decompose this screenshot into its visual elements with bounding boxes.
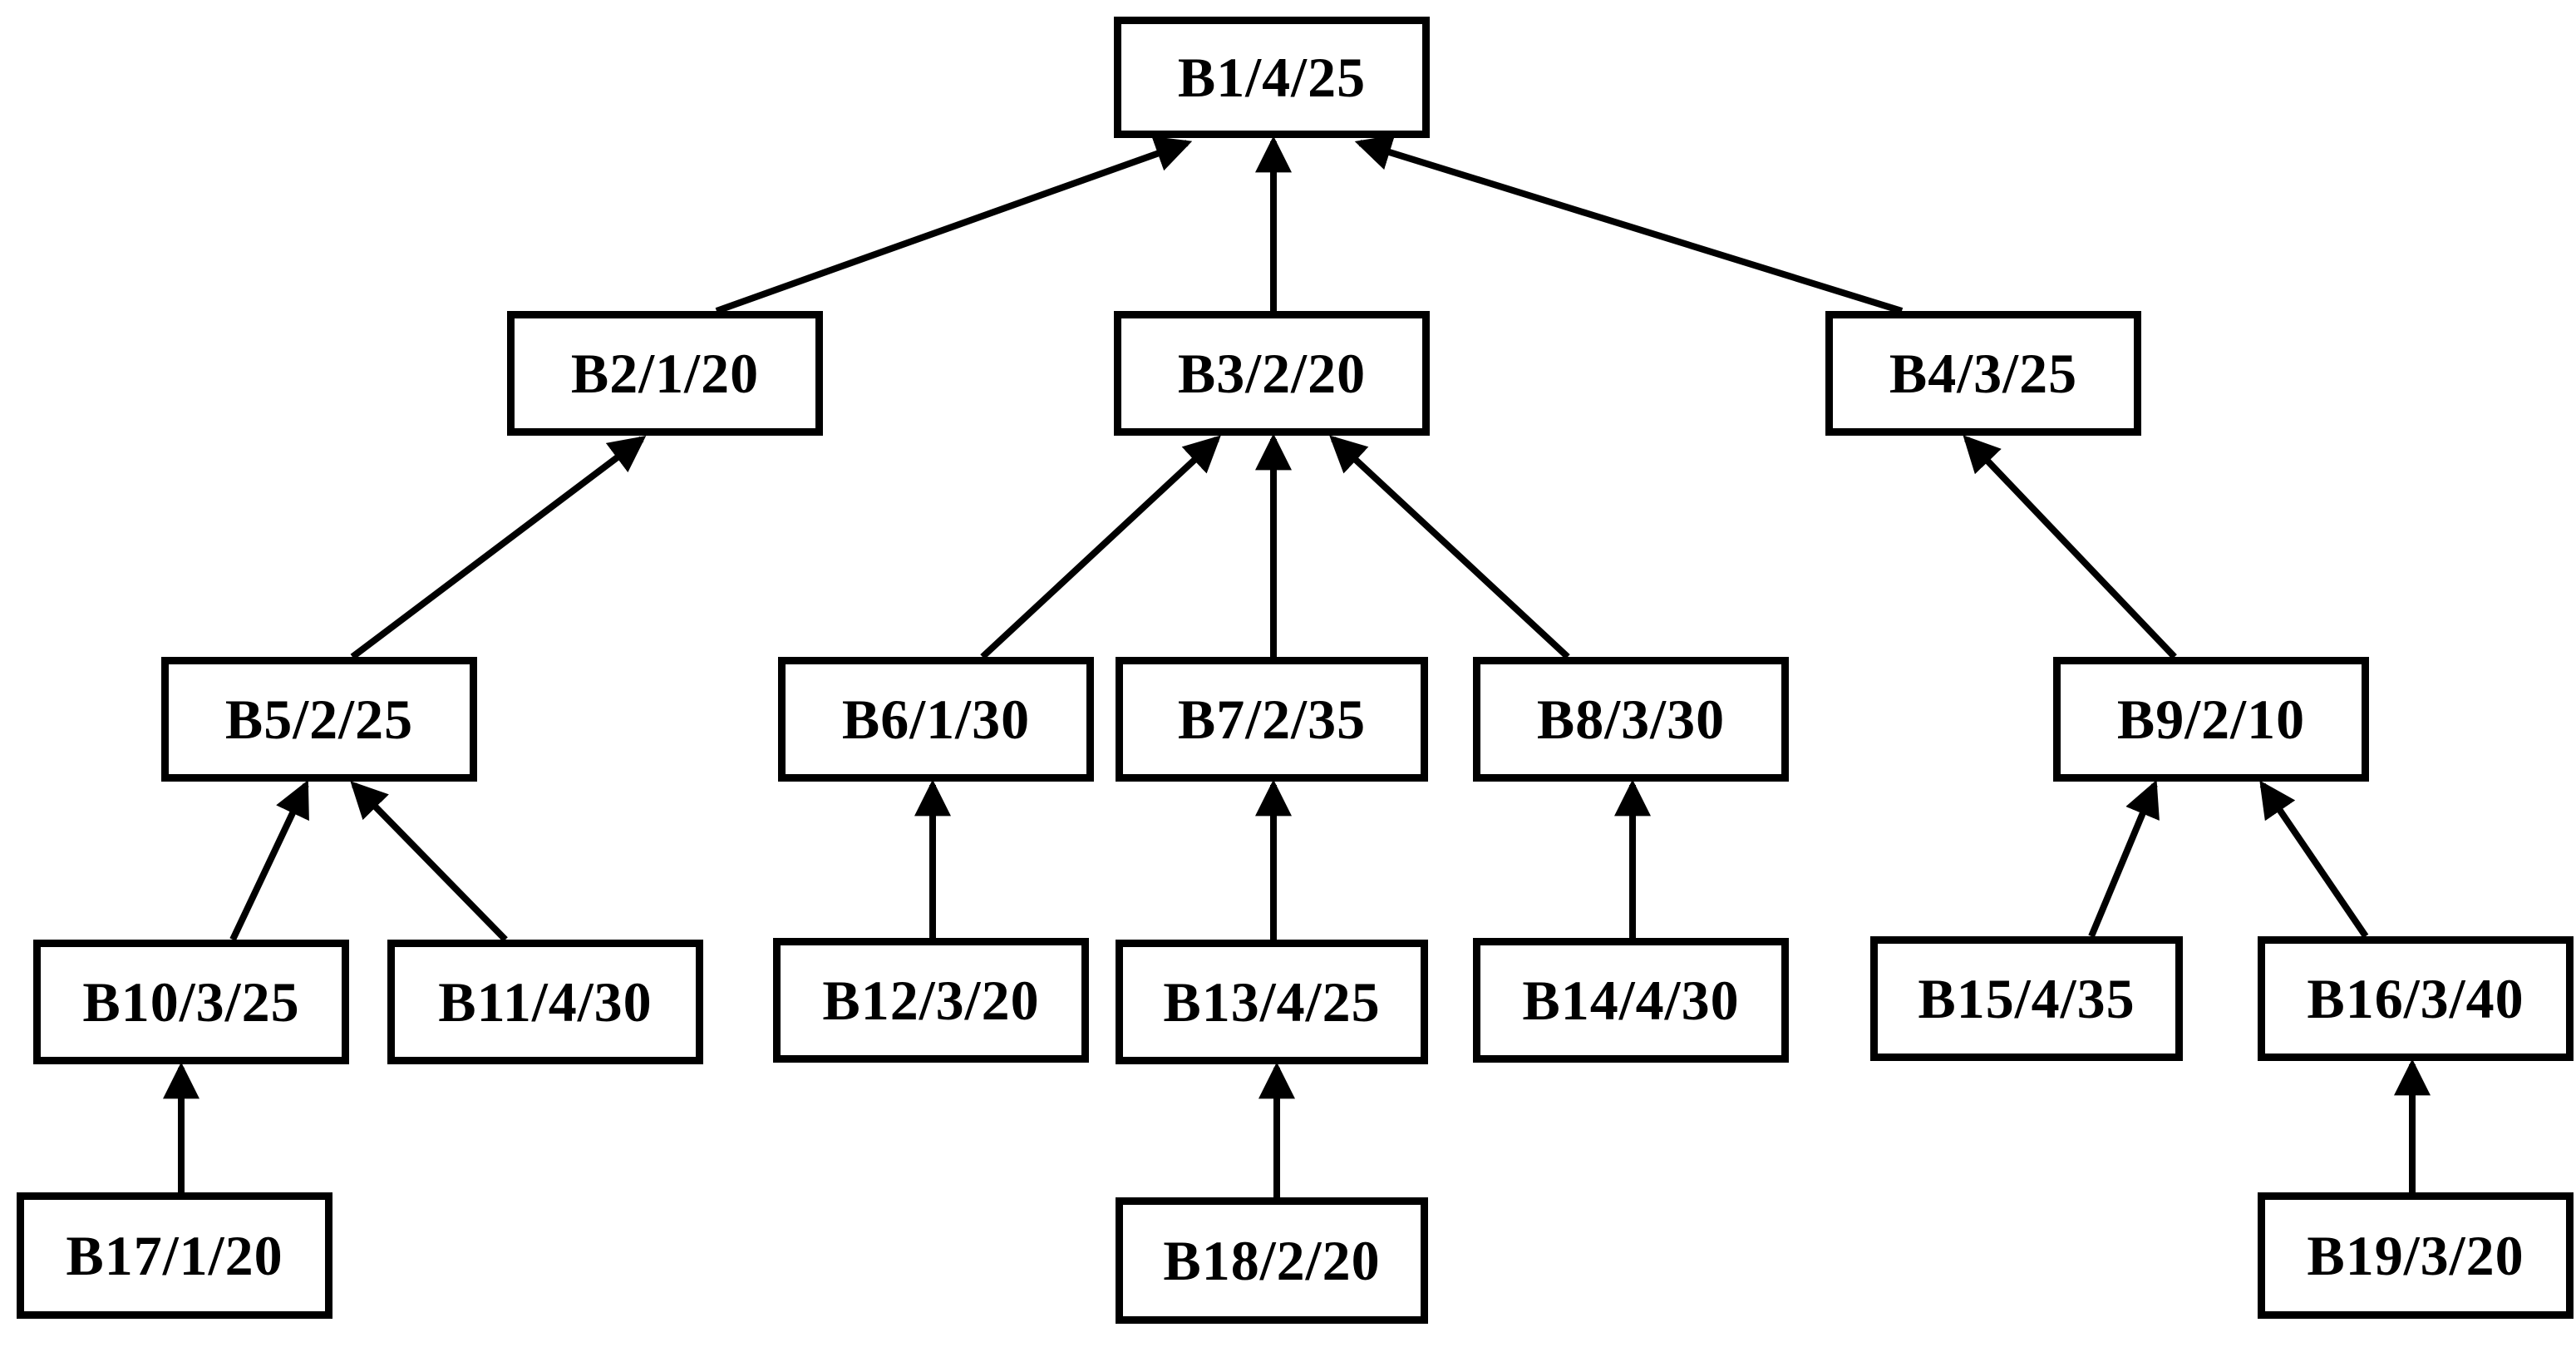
node-b17: B17/1/20 [17, 1192, 332, 1319]
edge-b15-to-b9 [2088, 779, 2160, 938]
edge-b11-to-b5 [350, 781, 508, 942]
node-b7: B7/2/35 [1116, 657, 1428, 782]
node-b2: B2/1/20 [507, 311, 823, 436]
node-label-b7: B7/2/35 [1177, 687, 1367, 751]
node-label-b12: B12/3/20 [822, 968, 1040, 1032]
node-label-b2: B2/1/20 [570, 341, 760, 405]
edge-b5-to-b2 [350, 436, 647, 660]
node-label-b1: B1/4/25 [1177, 45, 1367, 109]
node-label-b5: B5/2/25 [224, 687, 414, 751]
node-b10: B10/3/25 [33, 940, 349, 1064]
edge-b8-to-b3 [1329, 435, 1570, 659]
node-b19: B19/3/20 [2258, 1192, 2574, 1319]
node-label-b3: B3/2/20 [1177, 341, 1367, 405]
node-b1: B1/4/25 [1114, 17, 1430, 138]
node-b4: B4/3/25 [1825, 311, 2141, 436]
node-b14: B14/4/30 [1473, 938, 1789, 1063]
node-b8: B8/3/30 [1473, 657, 1789, 782]
node-b12: B12/3/20 [773, 938, 1089, 1063]
node-b15: B15/4/35 [1870, 936, 2183, 1061]
node-label-b18: B18/2/20 [1163, 1228, 1381, 1292]
node-b18: B18/2/20 [1116, 1197, 1428, 1324]
edge-b9-to-b4 [1963, 435, 2177, 659]
node-label-b4: B4/3/25 [1889, 341, 2078, 405]
node-b16: B16/3/40 [2258, 936, 2574, 1061]
node-b6: B6/1/30 [778, 657, 1094, 782]
node-label-b15: B15/4/35 [1918, 966, 2135, 1030]
node-b13: B13/4/25 [1116, 940, 1428, 1064]
node-b9: B9/2/10 [2053, 657, 2369, 782]
node-b5: B5/2/25 [161, 657, 477, 782]
node-label-b11: B11/4/30 [438, 970, 653, 1034]
node-label-b13: B13/4/25 [1163, 970, 1381, 1034]
node-b3: B3/2/20 [1114, 311, 1430, 436]
edge-b4-to-b1 [1354, 135, 1904, 314]
edge-b16-to-b9 [2259, 780, 2369, 939]
edge-b2-to-b1 [715, 136, 1193, 314]
node-b11: B11/4/30 [387, 940, 703, 1064]
node-label-b9: B9/2/10 [2116, 687, 2306, 751]
node-label-b19: B19/3/20 [2307, 1223, 2524, 1287]
node-label-b6: B6/1/30 [841, 687, 1031, 751]
edge-b10-to-b5 [229, 780, 309, 941]
node-label-b16: B16/3/40 [2307, 966, 2524, 1030]
node-label-b8: B8/3/30 [1536, 687, 1726, 751]
node-label-b10: B10/3/25 [82, 970, 300, 1034]
edge-group [163, 135, 2431, 1197]
edge-b6-to-b3 [980, 435, 1221, 659]
node-label-b14: B14/4/30 [1522, 968, 1740, 1032]
node-label-b17: B17/1/20 [66, 1223, 283, 1287]
